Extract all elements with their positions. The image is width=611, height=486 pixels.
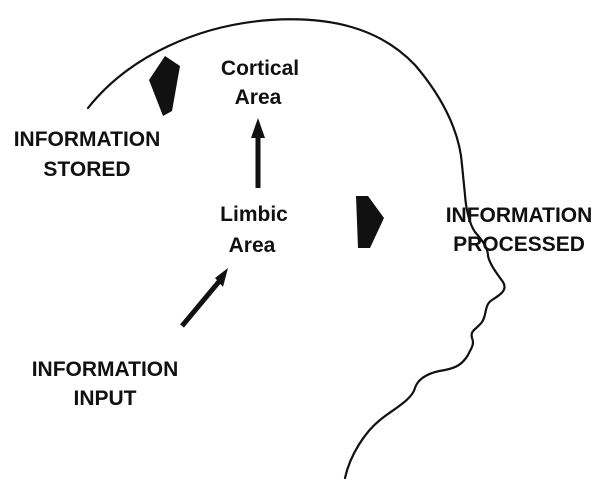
arrow-left-icon	[149, 56, 180, 116]
arrow-diagonal-icon	[215, 268, 228, 287]
input-label-line1: INFORMATION	[32, 358, 179, 381]
limbic-label-line2: Area	[229, 234, 276, 257]
arrow-right-icon	[356, 196, 384, 248]
limbic-label-line1: Limbic	[220, 203, 288, 226]
processed-label-line1: INFORMATION	[446, 204, 593, 227]
arrow-up-icon	[251, 118, 265, 138]
stored-label-line2: STORED	[43, 158, 130, 181]
stored-label-line1: INFORMATION	[14, 128, 161, 151]
arrow-diagonal-shaft	[180, 276, 224, 328]
input-label-line2: INPUT	[74, 387, 137, 410]
cortical-label-line2: Area	[235, 86, 282, 109]
processed-label-line2: PROCESSED	[453, 233, 585, 256]
head-outline	[86, 18, 506, 480]
cortical-label-line1: Cortical	[221, 57, 299, 80]
